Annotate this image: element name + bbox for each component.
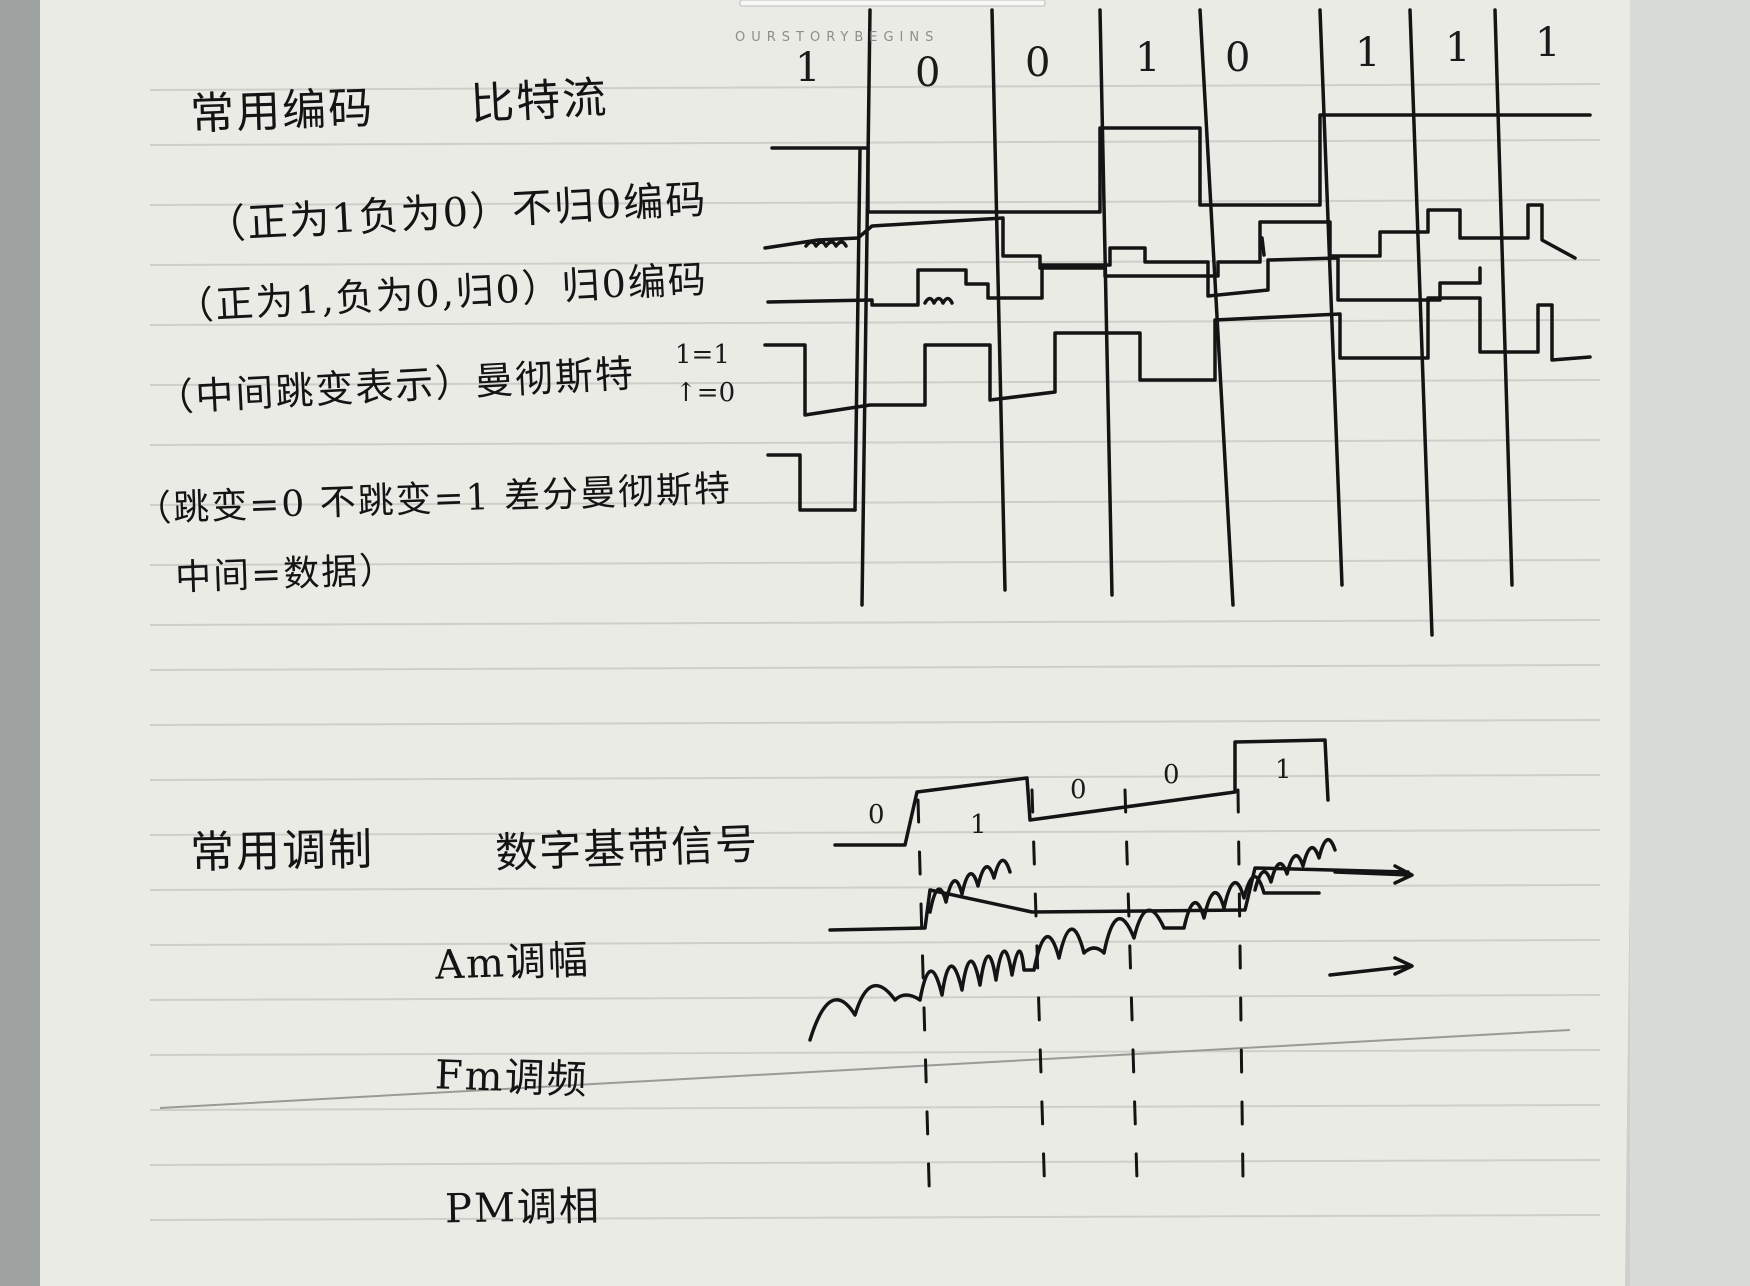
ink-dot	[1260, 236, 1266, 257]
notebook-watermark: OURSTORYBEGINS	[735, 30, 940, 45]
rz-waveform	[763, 203, 1577, 278]
diff-manchester-note: 中间=数据）	[174, 550, 398, 599]
bit-boundary	[1318, 8, 1344, 587]
bit-digit: 1	[795, 45, 821, 91]
bit-boundary	[1493, 8, 1514, 587]
bitstream-label: 比特流	[468, 72, 610, 131]
dashed-guide	[1030, 788, 1047, 1202]
diff-manchester-lower	[766, 453, 857, 512]
bit-boundary	[990, 8, 1007, 592]
baseband-bit: 1	[970, 810, 987, 840]
am-waveform	[828, 866, 1410, 932]
fm-waveform	[808, 875, 1321, 1042]
bit-boundary	[860, 8, 872, 607]
heavy-rule	[159, 1029, 1571, 1109]
nrz-waveform	[770, 113, 1592, 214]
modulation-title: 常用调制	[189, 824, 375, 879]
baseband-bit: 1	[1275, 755, 1292, 785]
am-label: Am调幅	[434, 937, 591, 989]
manchester-waveform	[763, 296, 1592, 417]
bit-digit: 1	[1355, 30, 1381, 76]
bit-digit: 1	[1445, 25, 1471, 71]
dashed-guide	[1123, 788, 1139, 1182]
bit-digit: 0	[1025, 40, 1051, 86]
baseband-bit: 0	[1163, 760, 1180, 790]
diff-manchester-waveform	[766, 246, 1482, 307]
manchester-note-2: ↑=0	[675, 378, 736, 408]
page-binding-shadow	[0, 0, 40, 1286]
bit-digit: 0	[1225, 35, 1251, 81]
bit-boundary	[1198, 8, 1235, 607]
fm-label: Fm调频	[434, 1052, 590, 1104]
pm-label: PM调相	[444, 1183, 602, 1233]
bit-boundary	[1098, 8, 1114, 597]
baseband-waveform	[833, 738, 1330, 847]
encoding-diagram	[763, 8, 1592, 637]
bit-digit: 1	[1535, 20, 1561, 66]
modulation-diagram	[808, 738, 1414, 1217]
am-burst-2	[1253, 838, 1337, 892]
encoding-title: 常用编码	[189, 82, 375, 141]
page-edge-right	[1630, 0, 1750, 1286]
bit-digit: 1	[1135, 35, 1161, 81]
top-clip	[739, 0, 1046, 7]
diff-manchester-scribble	[923, 296, 954, 305]
am-burst-1	[928, 858, 1012, 914]
baseband-label: 数字基带信号	[494, 819, 760, 878]
bit-digit: 0	[915, 50, 941, 96]
manchester-note-1: 1=1	[675, 340, 730, 370]
dashed-guide	[916, 798, 932, 1217]
rz-scribble	[804, 240, 848, 248]
ruled-lines	[149, 83, 1601, 1221]
baseband-bit: 0	[868, 800, 885, 830]
baseband-bit: 0	[1070, 775, 1087, 805]
bit-boundary	[853, 148, 862, 512]
dashed-guide	[1236, 788, 1245, 1182]
